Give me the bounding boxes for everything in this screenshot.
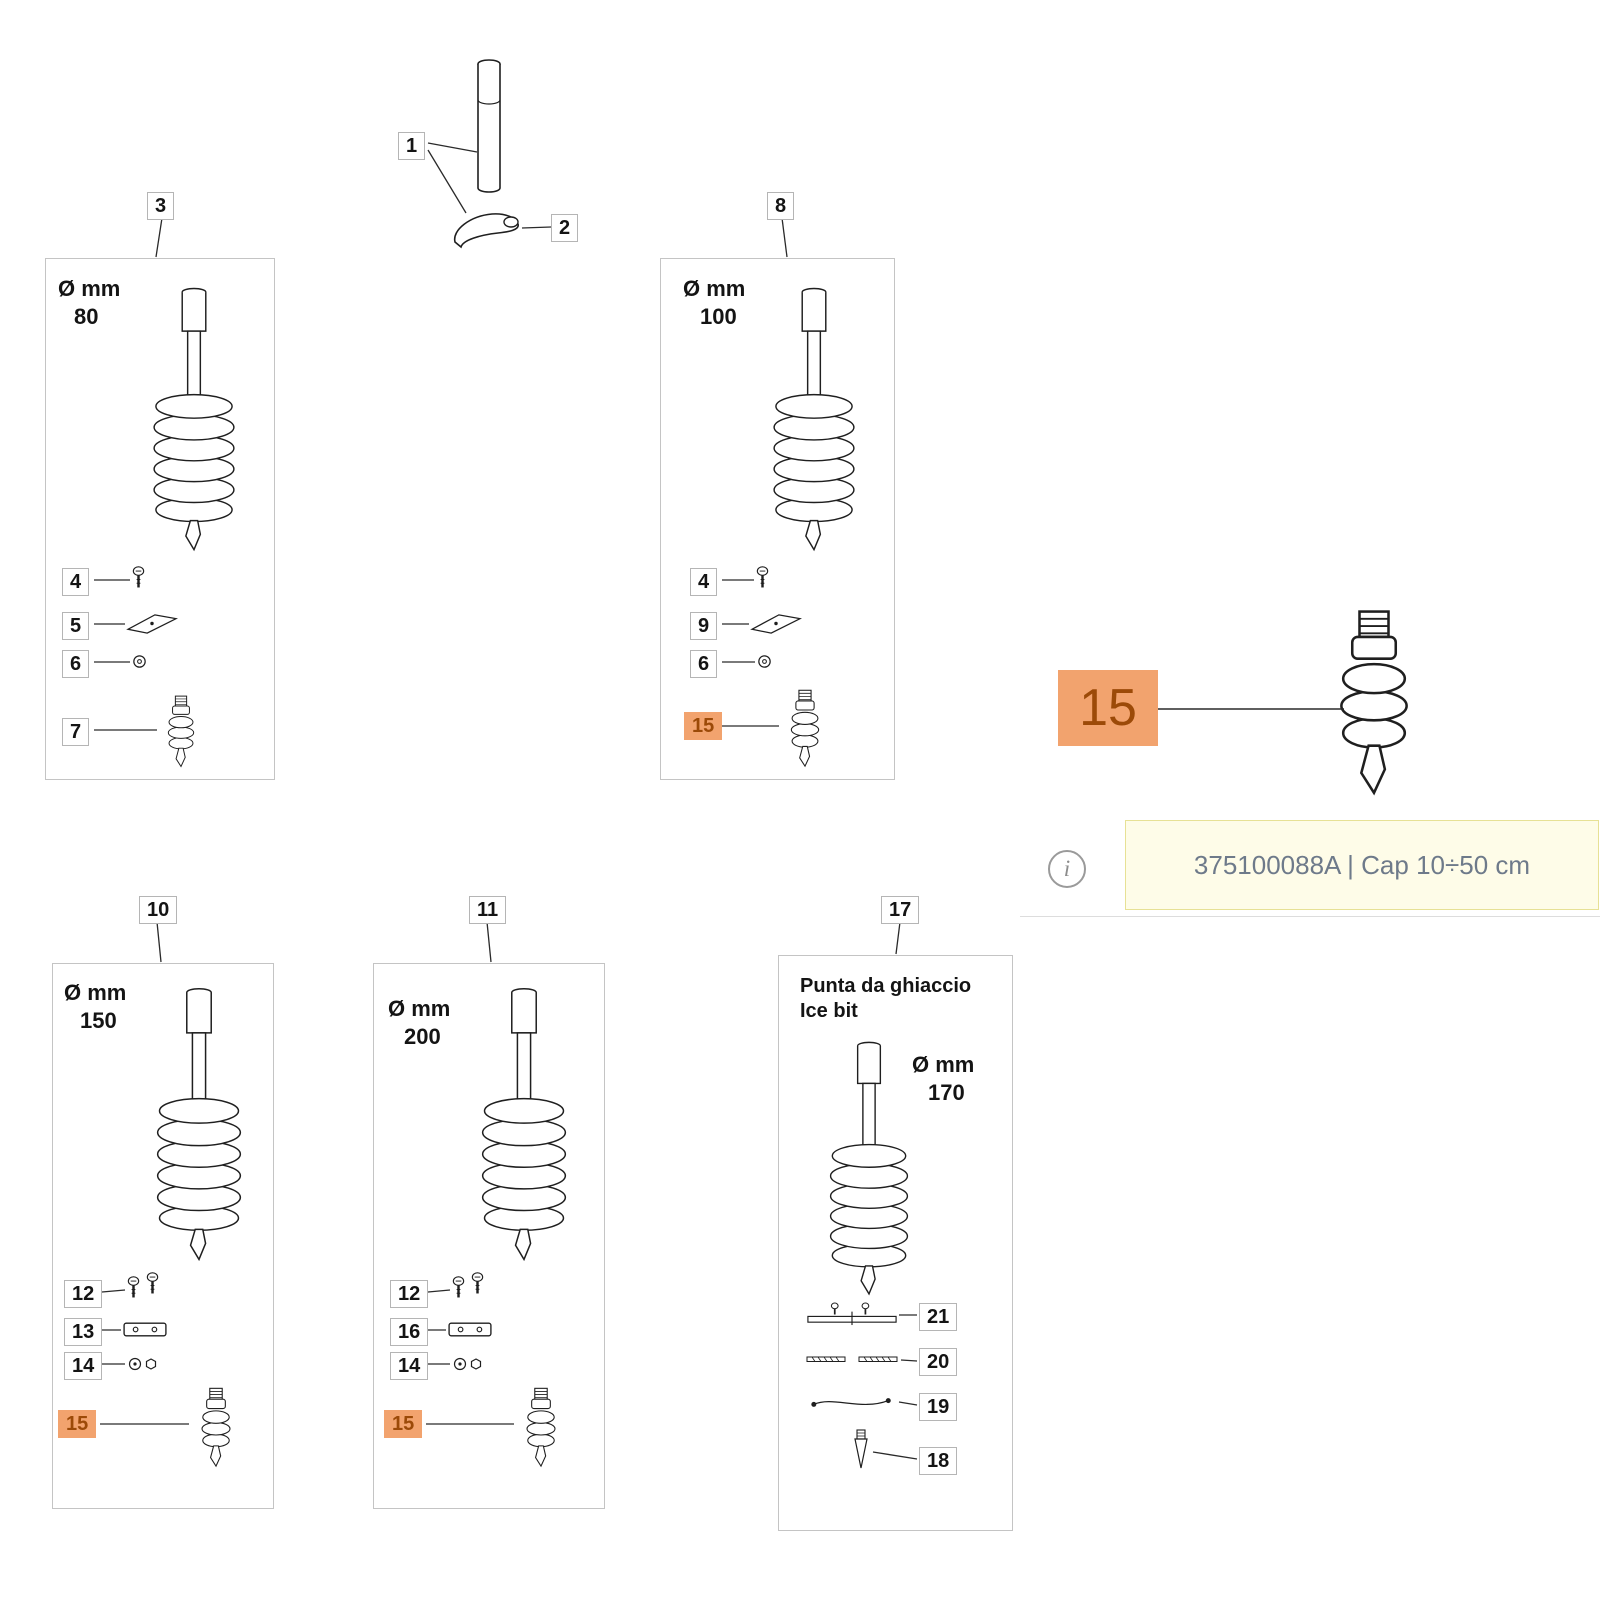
diameter-prefix-100: Ø mm — [683, 276, 746, 301]
info-icon-glyph: i — [1063, 856, 1071, 881]
diameter-value-150: 150 — [80, 1008, 117, 1033]
parts-box-150 — [52, 963, 274, 1509]
callout-18[interactable]: 18 — [919, 1447, 958, 1475]
callout-6[interactable]: 6 — [62, 650, 90, 678]
callout-21[interactable]: 21 — [919, 1303, 958, 1331]
callout-8[interactable]: 8 — [767, 192, 795, 220]
ice-bit-title-it: Punta da ghiaccio — [800, 975, 972, 997]
diameter-value-80: 80 — [74, 304, 99, 329]
callout-12[interactable]: 12 — [390, 1280, 429, 1308]
callout-13[interactable]: 13 — [64, 1318, 103, 1346]
callout-14[interactable]: 14 — [390, 1352, 429, 1380]
parts-box-100 — [660, 258, 895, 780]
diameter-prefix-170: Ø mm — [912, 1052, 975, 1077]
callout-3[interactable]: 3 — [147, 192, 175, 220]
callout-4[interactable]: 4 — [690, 568, 718, 596]
part-info-bar: i 375100088A | Cap 10÷50 cm — [1020, 818, 1600, 917]
callout-4[interactable]: 4 — [62, 568, 90, 596]
callout-20[interactable]: 20 — [919, 1348, 958, 1376]
callout-15-highlighted[interactable]: 15 — [684, 712, 723, 740]
part-info-panel: 375100088A | Cap 10÷50 cm — [1125, 820, 1599, 910]
handle-grip-part — [454, 213, 519, 249]
callout-6[interactable]: 6 — [690, 650, 718, 678]
diameter-prefix-150: Ø mm — [64, 980, 127, 1005]
diameter-prefix-80: Ø mm — [58, 276, 121, 301]
parts-box-80 — [45, 258, 275, 780]
diameter-prefix-200: Ø mm — [388, 996, 451, 1021]
parts-box-ice — [778, 955, 1013, 1531]
callout-9[interactable]: 9 — [690, 612, 718, 640]
ice-bit-title-en: Ice bit — [800, 1000, 858, 1022]
callout-12[interactable]: 12 — [64, 1280, 103, 1308]
callout-15-highlighted[interactable]: 15 — [384, 1410, 423, 1438]
handle-pin-part — [477, 59, 501, 193]
callout-2[interactable]: 2 — [551, 214, 579, 242]
callout-7[interactable]: 7 — [62, 718, 90, 746]
callout-14[interactable]: 14 — [64, 1352, 103, 1380]
info-icon[interactable]: i — [1048, 850, 1086, 888]
callout-15-highlighted[interactable]: 15 — [58, 1410, 97, 1438]
callout-5[interactable]: 5 — [62, 612, 90, 640]
callout-19[interactable]: 19 — [919, 1393, 958, 1421]
selected-part-badge[interactable]: 15 — [1058, 670, 1158, 746]
part-info-text: 375100088A | Cap 10÷50 cm — [1193, 849, 1531, 880]
callout-17[interactable]: 17 — [881, 896, 920, 924]
parts-box-200 — [373, 963, 605, 1509]
callout-11[interactable]: 11 — [469, 896, 507, 924]
callout-16[interactable]: 16 — [390, 1318, 429, 1346]
diameter-value-100: 100 — [700, 304, 737, 329]
callout-1[interactable]: 1 — [398, 132, 426, 160]
diameter-value-170: 170 — [928, 1080, 965, 1105]
callout-10[interactable]: 10 — [139, 896, 178, 924]
diameter-value-200: 200 — [404, 1024, 441, 1049]
selected-part-drawing — [1340, 610, 1408, 795]
